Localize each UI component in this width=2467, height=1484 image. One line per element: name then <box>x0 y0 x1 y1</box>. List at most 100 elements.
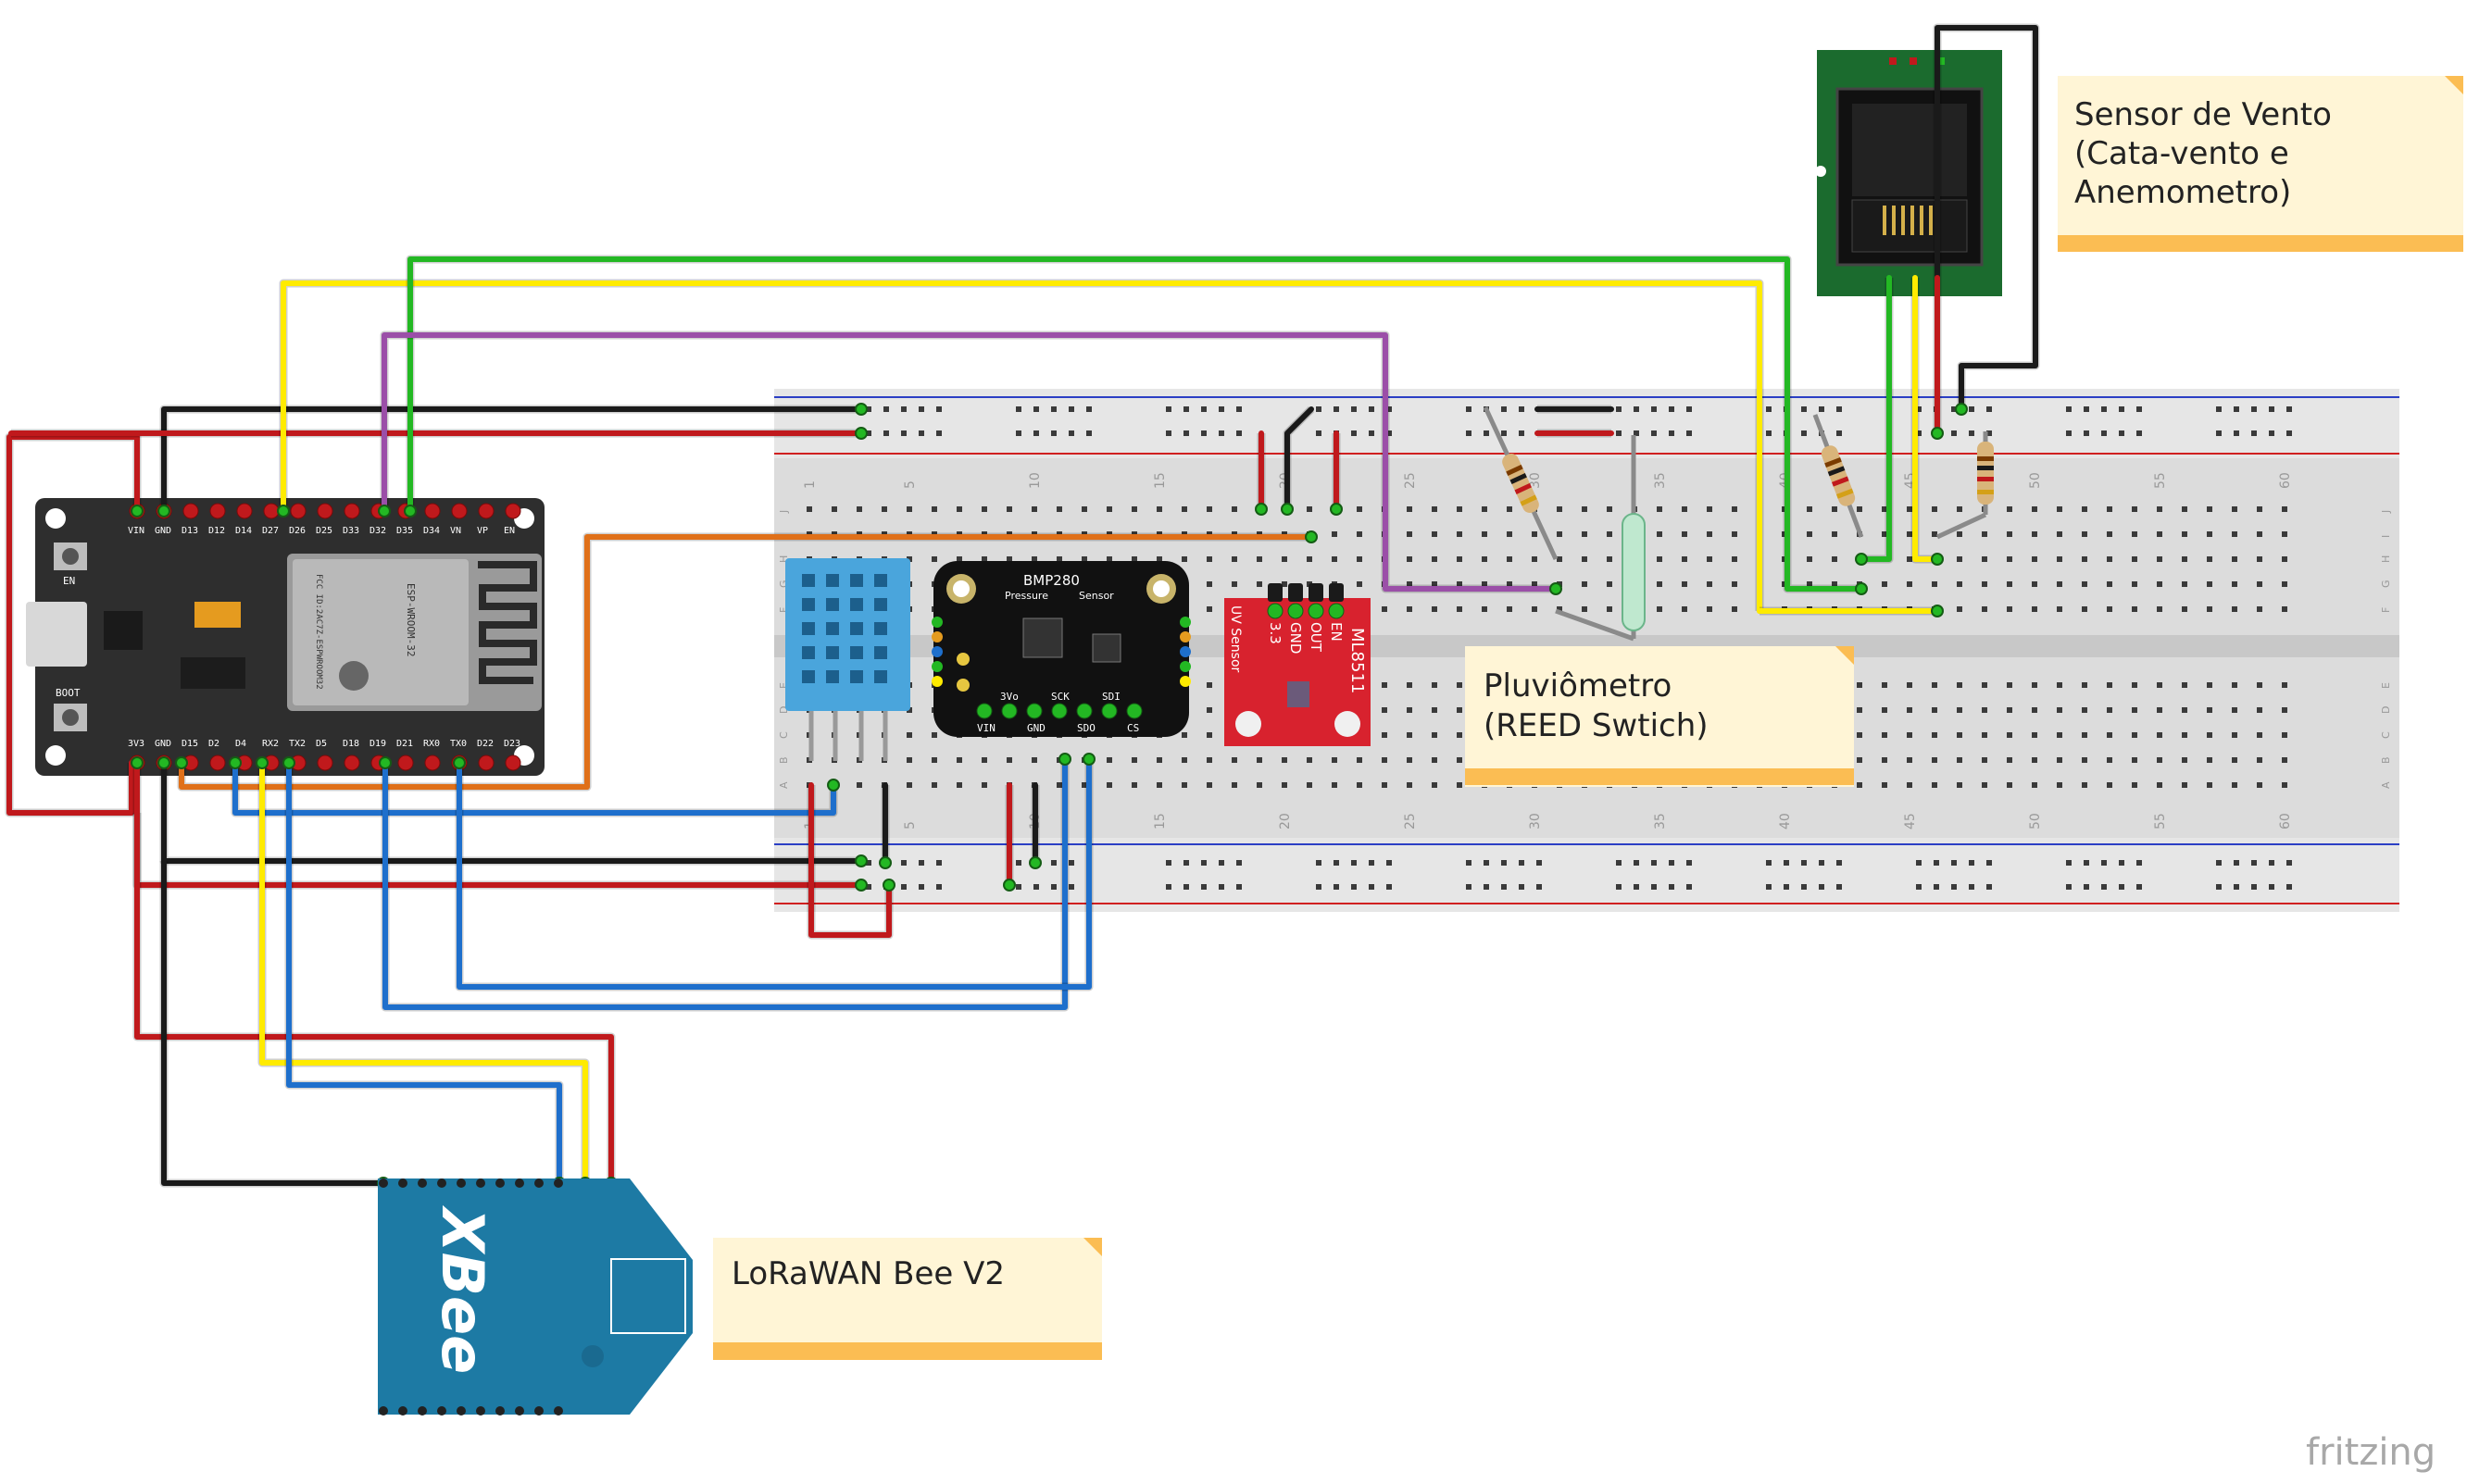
bmp280-mount-hole-l-inner <box>953 580 970 597</box>
bb-hole <box>1432 556 1437 562</box>
rail-hole <box>1536 860 1542 866</box>
rail-hole <box>1669 860 1674 866</box>
bb-hole <box>2232 531 2237 537</box>
xbee-body <box>378 1178 693 1415</box>
esp32-bottom-pin-label: RX2 <box>262 739 279 749</box>
wire-end <box>404 505 417 518</box>
rail-hole <box>1519 430 1524 436</box>
rail-hole <box>1069 430 1074 436</box>
bb-hole <box>857 782 862 788</box>
bmp280-side-pad <box>932 661 943 672</box>
wire-end <box>157 505 170 518</box>
rail-hole <box>1236 860 1242 866</box>
dht-slot <box>874 598 887 611</box>
xbee-pin <box>418 1406 427 1415</box>
rail-hole <box>1351 406 1357 412</box>
wire-3v3-bottom-rail-shadow <box>132 763 861 890</box>
bb-hole <box>957 506 962 512</box>
rail-hole <box>1369 406 1374 412</box>
rail-hole <box>1501 860 1507 866</box>
bb-hole <box>1932 506 1937 512</box>
bmp280-pin <box>1126 703 1143 719</box>
bb-column-number-top: 25 <box>1403 472 1418 489</box>
bb-hole <box>2007 682 2012 688</box>
rail-hole <box>1369 860 1374 866</box>
bb-hole <box>1957 506 1962 512</box>
bb-hole <box>1432 581 1437 587</box>
rail-hole <box>1651 860 1657 866</box>
bb-hole <box>1207 732 1212 738</box>
bb-hole <box>2182 732 2187 738</box>
xbee-pin <box>418 1178 427 1188</box>
jack-notch <box>1815 166 1826 177</box>
bb-hole <box>1107 506 1112 512</box>
esp32-bottom-pin <box>344 754 360 771</box>
bb-row-letter: D <box>778 706 790 714</box>
bb-column-number-bottom: 5 <box>903 821 918 829</box>
wire-end <box>229 756 242 769</box>
bb-hole <box>1232 581 1237 587</box>
dht-slot <box>802 574 815 587</box>
rail-hole <box>1016 406 1021 412</box>
rail-hole <box>1616 860 1622 866</box>
bb-hole <box>1332 556 1337 562</box>
rail-hole <box>1236 884 1242 890</box>
bb-hole <box>2082 531 2087 537</box>
bb-hole <box>1882 506 1887 512</box>
bb-hole <box>1107 757 1112 763</box>
bb-hole <box>2057 757 2062 763</box>
wire-end <box>1955 403 1968 416</box>
bb-hole <box>2057 732 2062 738</box>
bb-hole <box>1107 556 1112 562</box>
bb-hole <box>1807 556 1812 562</box>
rail-hole <box>1069 884 1074 890</box>
esp32-boot-button-cap <box>62 709 79 726</box>
bb-hole <box>1682 581 1687 587</box>
bb-hole <box>1382 757 1387 763</box>
bb-hole <box>2032 581 2037 587</box>
bb-column-number-bottom: 35 <box>1653 813 1668 829</box>
wire-end <box>282 756 295 769</box>
bb-hole <box>1882 782 1887 788</box>
dht-slot <box>850 622 863 635</box>
rail-hole <box>1686 860 1692 866</box>
resistor-wind-1-band <box>1832 476 1849 487</box>
bb-hole <box>1307 506 1312 512</box>
rail-hole <box>1634 860 1639 866</box>
wire-end <box>1305 530 1318 543</box>
xbee-pin <box>457 1406 466 1415</box>
bb-hole <box>1482 581 1487 587</box>
note-lora-bar <box>713 1342 1102 1360</box>
xbee-pin <box>457 1178 466 1188</box>
bb-hole <box>1407 732 1412 738</box>
bb-hole <box>1457 782 1462 788</box>
rail-hole <box>2251 430 2257 436</box>
breadboard: 1155101015152020252530303535404045455050… <box>774 389 2399 912</box>
note-wind-sensor: Sensor de Vento (Cata-vento e Anemometro… <box>2058 76 2463 252</box>
bb-hole <box>2232 707 2237 713</box>
rail-hole <box>1219 406 1224 412</box>
rail-hole <box>1484 860 1489 866</box>
bb-hole <box>932 506 937 512</box>
rail-hole <box>1236 430 1242 436</box>
rail-hole <box>1166 860 1171 866</box>
bb-hole <box>1682 606 1687 612</box>
bb-hole <box>2232 682 2237 688</box>
bb-hole <box>907 506 912 512</box>
rail-hole <box>2119 430 2124 436</box>
rail-hole <box>1916 406 1922 412</box>
rail-hole <box>2084 860 2089 866</box>
bb-hole <box>2157 606 2162 612</box>
rail-hole <box>2269 860 2274 866</box>
esp32-usb-chip <box>104 611 143 650</box>
rail-hole <box>1836 860 1842 866</box>
resistor-rain-band <box>1509 472 1527 485</box>
bb-hole <box>1957 531 1962 537</box>
rail-hole <box>919 406 924 412</box>
bb-hole <box>1932 757 1937 763</box>
bb-hole <box>832 506 837 512</box>
wire-end <box>1931 553 1944 566</box>
wire-end <box>1281 503 1294 516</box>
bb-hole <box>1932 707 1937 713</box>
rail-hole <box>1219 430 1224 436</box>
